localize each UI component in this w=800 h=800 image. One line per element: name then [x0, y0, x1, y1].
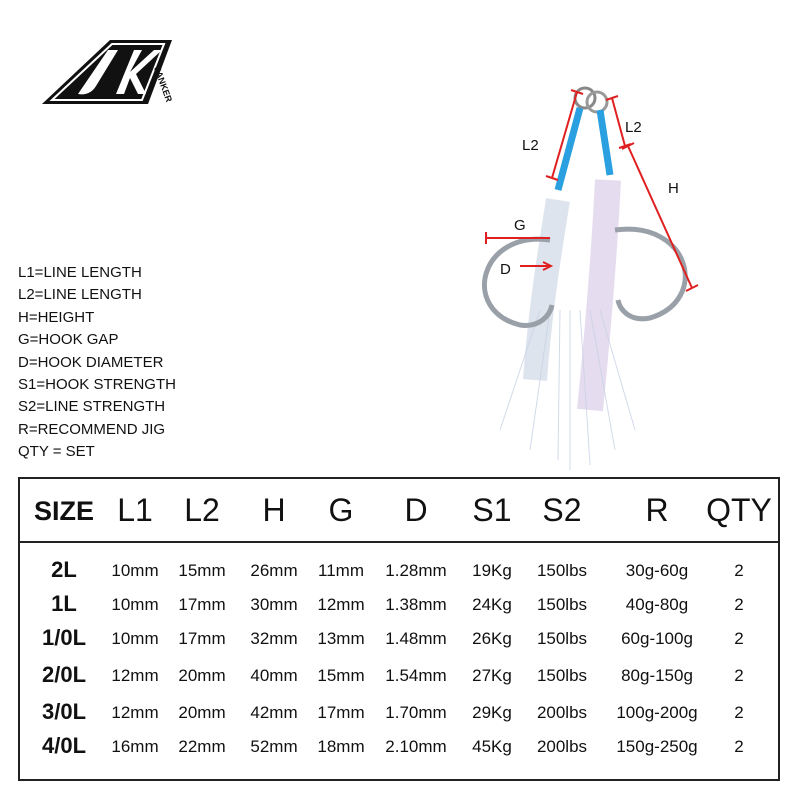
table-cell: 17mm — [178, 595, 226, 614]
table-cell: 1.54mm — [385, 666, 447, 685]
table-cell: 150lbs — [536, 629, 588, 648]
table-cell: 40mm — [250, 666, 298, 685]
table-cell: 10mm — [111, 595, 159, 614]
column-header-h: H — [262, 492, 286, 528]
legend-item: L1=LINE LENGTH — [18, 264, 142, 281]
assist-hook-illustration — [481, 86, 688, 470]
table-cell: 100g-200g — [616, 703, 698, 722]
table-cell: 200lbs — [536, 737, 588, 756]
label-l2-right: L2 — [625, 119, 642, 136]
legend-item: D=HOOK DIAMETER — [18, 353, 164, 371]
legend-item: R=RECOMMEND JIG — [18, 420, 166, 438]
table-cell: 17mm — [317, 703, 365, 722]
table-cell: 32mm — [250, 629, 298, 648]
column-header-s1: S1 — [472, 492, 512, 528]
table-cell: 2 — [734, 666, 744, 685]
table-cell: 12mm — [317, 595, 365, 614]
table-cell: 2 — [734, 629, 744, 648]
table-row: 2/0L 12mm 20mm 40mm 15mm 1.54mm 27Kg 150lbs 80g-… — [20, 662, 778, 692]
legend-item: G=HOOK GAP — [18, 331, 119, 349]
table-cell: 12mm — [111, 666, 159, 685]
table-cell: 150g-250g — [616, 737, 698, 756]
table-cell: 2 — [734, 561, 744, 580]
svg-text:JANKER: JANKER — [152, 65, 174, 104]
table-cell: 150lbs — [536, 666, 588, 685]
column-header-r: R — [645, 492, 669, 528]
table-cell: 29Kg — [472, 703, 512, 722]
janker-logo: JANKER — [42, 40, 174, 104]
size-cell: 1L — [51, 591, 77, 616]
legend-item: QTY = SET — [18, 443, 95, 461]
label-g: G — [514, 217, 526, 234]
column-header-d: D — [404, 492, 428, 528]
column-header-qty: QTY — [706, 492, 772, 528]
legend-item: S2=LINE STRENGTH — [18, 398, 166, 416]
table-cell: 2 — [734, 595, 744, 614]
label-h: H — [668, 180, 679, 197]
size-cell: 2L — [51, 557, 77, 582]
table-cell: 27Kg — [472, 666, 512, 685]
table-row: 1/0L 10mm 17mm 32mm 13mm 1.48mm 26Kg 150lbs 60g-… — [20, 625, 778, 655]
table-cell: 26Kg — [472, 629, 512, 648]
column-header-size: SIZE — [33, 496, 95, 526]
table-cell: 13mm — [317, 629, 365, 648]
column-header-l1: L1 — [117, 492, 153, 528]
table-cell: 80g-150g — [621, 666, 693, 685]
table-cell: 1.28mm — [385, 561, 447, 580]
table-cell: 10mm — [111, 561, 159, 580]
legend-item: L2=LINE LENGTH — [18, 286, 142, 304]
table-cell: 40g-80g — [625, 595, 689, 614]
table-cell: 150lbs — [536, 561, 588, 580]
size-cell: 4/0L — [41, 733, 87, 758]
table-cell: 30mm — [250, 595, 298, 614]
table-cell: 150lbs — [536, 595, 588, 614]
table-cell: 18mm — [317, 737, 365, 756]
table-cell: 60g-100g — [621, 629, 693, 648]
table-cell: 20mm — [178, 703, 226, 722]
table-cell: 45Kg — [472, 737, 512, 756]
table-cell: 16mm — [111, 737, 159, 756]
table-row: 1L 10mm 17mm 30mm 12mm 1.38mm 24Kg 150lbs 40g-80… — [20, 591, 778, 621]
label-d: D — [500, 261, 511, 278]
table-cell: 11mm — [318, 561, 364, 580]
table-cell: 19Kg — [472, 561, 512, 580]
abbreviation-legend: L1=LINE LENGTH L2=LINE LENGTH H=HEIGHT G… — [18, 262, 176, 464]
label-l2-left: L2 — [522, 137, 539, 154]
column-header-g: G — [328, 492, 354, 528]
table-cell: 200lbs — [536, 703, 588, 722]
table-cell: 1.38mm — [385, 595, 447, 614]
column-header-s2: S2 — [542, 492, 582, 528]
size-cell: 1/0L — [41, 625, 87, 650]
column-header-l2: L2 — [184, 492, 220, 528]
table-cell: 52mm — [250, 737, 298, 756]
table-cell: 26mm — [250, 561, 298, 580]
table-cell: 12mm — [111, 703, 159, 722]
table-row: 3/0L 12mm 20mm 42mm 17mm 1.70mm 29Kg 200lbs 100g… — [20, 699, 778, 729]
table-cell: 2.10mm — [385, 737, 447, 756]
assist-hook-diagram: L2 L2 H G D — [481, 86, 699, 470]
size-cell: 3/0L — [41, 699, 87, 724]
table-cell: 22mm — [178, 737, 226, 756]
table-cell: 17mm — [178, 629, 226, 648]
size-cell: 2/0L — [41, 662, 87, 687]
table-cell: 15mm — [178, 561, 226, 580]
table-cell: 42mm — [250, 703, 298, 722]
table-row: 4/0L 16mm 22mm 52mm 18mm 2.10mm 45Kg 200lbs 150g… — [20, 733, 778, 763]
table-cell: 20mm — [178, 666, 226, 685]
table-cell: 2 — [734, 703, 744, 722]
table-header: SIZE L1 L2 H G D S1 S2 R QTY — [20, 479, 778, 543]
legend-item: S1=HOOK STRENGTH — [18, 376, 176, 394]
table-cell: 2 — [734, 737, 744, 756]
table-cell: 24Kg — [472, 595, 512, 614]
table-row: 2L 10mm 15mm 26mm 11mm 1.28mm 19Kg 150lbs 30g-60… — [20, 557, 778, 587]
size-spec-table: SIZE L1 L2 H G D S1 S2 R QTY 2L 10mm 15mm 26mm 11mm 1.… — [18, 477, 780, 781]
table-cell: 1.48mm — [385, 629, 447, 648]
table-cell: 30g-60g — [625, 561, 689, 580]
table-cell: 15mm — [317, 666, 365, 685]
table-cell: 1.70mm — [385, 703, 447, 722]
legend-item: H=HEIGHT — [18, 308, 95, 326]
table-cell: 10mm — [111, 629, 159, 648]
